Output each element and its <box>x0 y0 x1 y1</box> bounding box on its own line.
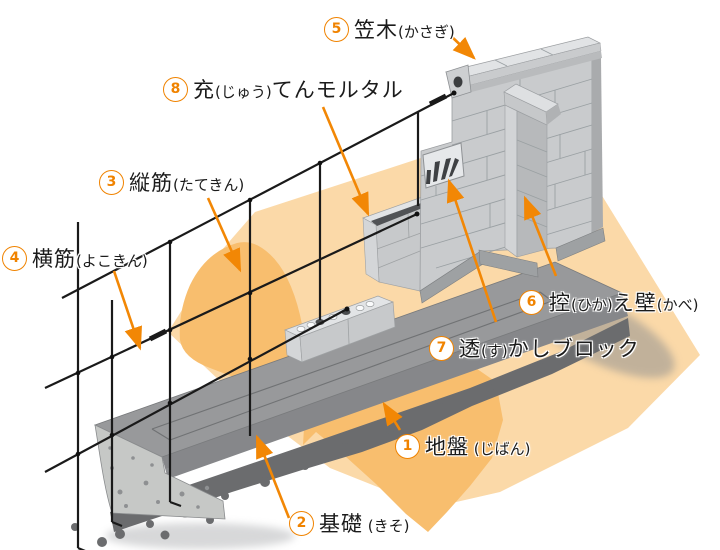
label-number-badge: 8 <box>163 76 188 102</box>
label-hikaekabe: 6 控(ひか)え壁(かべ) <box>519 287 698 317</box>
label-text-segment: 基礎 <box>319 512 363 536</box>
coping-core-hole <box>453 76 463 88</box>
label-sukashi-block: 7 透(す)かしブロック <box>429 333 640 363</box>
label-text-segment: 笠木 <box>354 18 398 42</box>
label-text-segment: (よこきん) <box>76 252 148 270</box>
arrow-sukashi-block <box>446 178 498 323</box>
foundation-cross-section <box>94 424 226 520</box>
foundation <box>93 261 628 520</box>
arrow-juten-mortar <box>321 106 370 217</box>
arrow-hikaekabe <box>523 195 558 277</box>
label-text-segment: 地盤 <box>425 435 469 459</box>
label-text-segment: てんモルタル <box>271 78 404 102</box>
arrow-kiso <box>255 434 291 519</box>
horizontal-rebar <box>44 213 418 389</box>
label-text-segment: かしブロック <box>507 337 640 361</box>
label-jiban: 1 地盤 (じばん) <box>395 431 530 461</box>
label-text-segment: 控 <box>549 291 571 315</box>
arrow-jiban <box>382 401 403 431</box>
label-text-segment: (じゅう) <box>215 83 272 101</box>
horizontal-rebar <box>44 308 348 473</box>
lap-splice <box>148 328 168 342</box>
wall-base-strip <box>555 227 606 262</box>
label-text-segment: (たてきん) <box>173 176 245 194</box>
foundation-groove <box>151 291 553 441</box>
label-juten-mortar: 8 充(じゅう)てんモルタル <box>163 74 404 104</box>
perforated-screen-block <box>422 142 465 189</box>
label-text-segment: (す) <box>481 342 508 360</box>
label-text: 透(す)かしブロック <box>459 333 640 363</box>
rebar-ties <box>75 90 457 457</box>
label-number-badge: 3 <box>99 169 124 195</box>
label-text-segment: え壁 <box>612 291 657 315</box>
label-text: 地盤 (じばん) <box>425 431 530 461</box>
callout-arrows <box>112 35 558 519</box>
mortar-fill-channel <box>371 202 430 226</box>
buttress-base-strip <box>478 249 539 278</box>
coping <box>445 36 602 99</box>
label-text-segment: (かさぎ) <box>398 23 455 41</box>
label-text-segment: 横筋 <box>32 247 76 271</box>
arrow-yokokin <box>112 270 142 351</box>
vertical-rebar <box>110 300 123 528</box>
label-number-badge: 4 <box>2 245 27 271</box>
label-kasagi: 5 笠木(かさぎ) <box>324 14 455 44</box>
label-number-badge: 1 <box>395 433 420 459</box>
label-text-segment: 透 <box>459 337 481 361</box>
vertical-rebar <box>168 240 182 508</box>
label-yokokin: 4 横筋(よこきん) <box>2 243 148 273</box>
label-text-segment: (きそ) <box>363 517 410 535</box>
label-text-segment: (かべ) <box>656 296 699 314</box>
rebar-grid <box>44 90 457 550</box>
label-text: 基礎 (きそ) <box>319 508 409 538</box>
label-kiso: 2 基礎 (きそ) <box>289 508 409 538</box>
label-text: 控(ひか)え壁(かべ) <box>549 287 698 317</box>
lap-splice <box>428 93 448 107</box>
vertical-rebar <box>76 222 86 550</box>
label-number-badge: 5 <box>324 16 349 42</box>
label-text-segment: (ひか) <box>571 296 613 314</box>
arrow-tatekin <box>206 197 242 273</box>
label-text-segment: 充 <box>193 78 215 102</box>
label-tatekin: 3 縦筋(たてきん) <box>99 167 244 197</box>
label-text-segment: 縦筋 <box>129 171 173 195</box>
buttress-cap-end <box>546 104 561 125</box>
label-number-badge: 7 <box>429 335 454 361</box>
arrow-kasagi <box>450 35 476 60</box>
label-text: 横筋(よこきん) <box>32 243 148 273</box>
label-text: 縦筋(たてきん) <box>129 167 244 197</box>
horizontal-rebar <box>61 92 455 299</box>
wall-end-face <box>592 55 603 233</box>
label-number-badge: 2 <box>289 510 314 536</box>
label-text: 充(じゅう)てんモルタル <box>193 74 404 104</box>
label-text-segment: (じばん) <box>469 440 531 458</box>
label-text: 笠木(かさぎ) <box>354 14 455 44</box>
label-number-badge: 6 <box>519 289 544 315</box>
